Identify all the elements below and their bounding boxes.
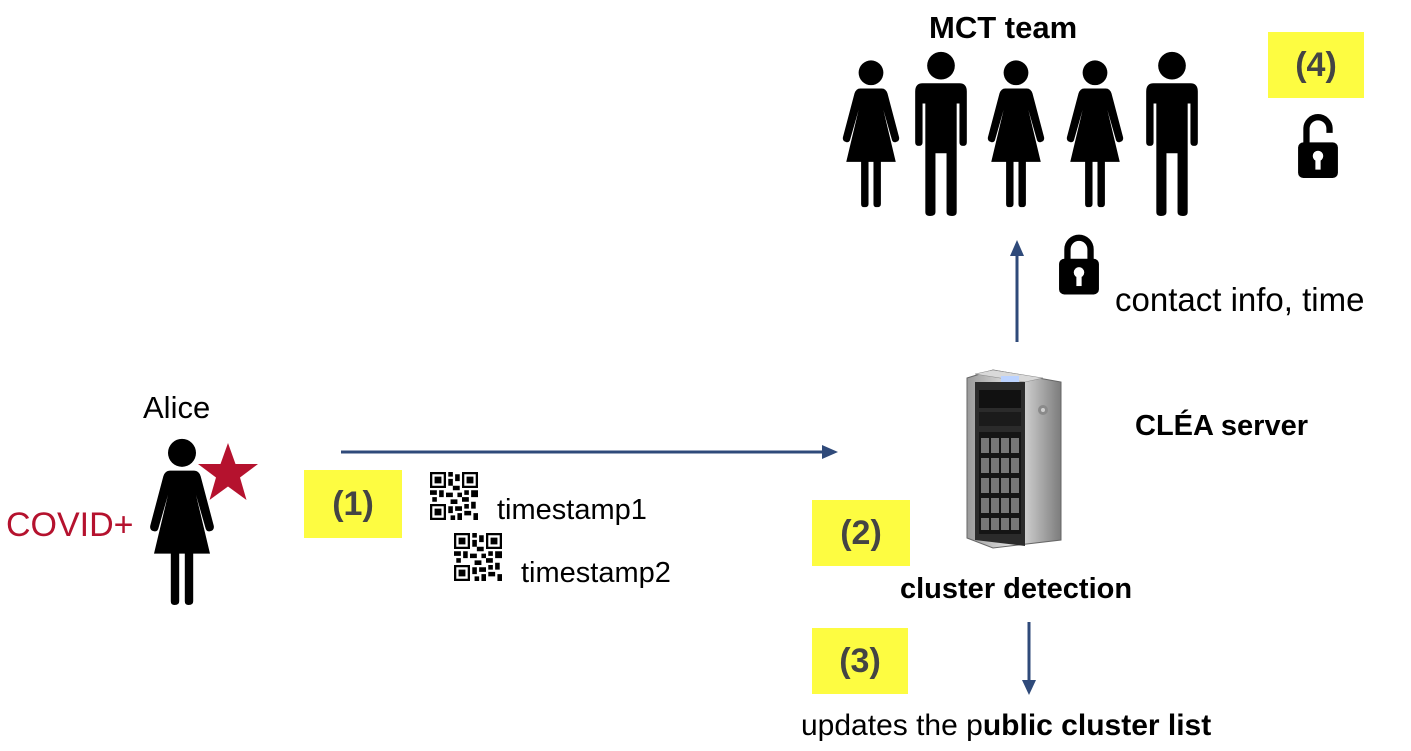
step-1-badge: (1): [304, 470, 402, 538]
step-4-badge: (4): [1268, 32, 1364, 98]
mct-team-title: MCT team: [929, 10, 1078, 45]
step-3-badge: (3): [812, 628, 908, 694]
arrow-head-up: [1010, 240, 1024, 256]
updates-prefix: updates the p: [801, 709, 983, 742]
tower-server-icon: [966, 369, 1062, 549]
qr-code-icon: [430, 472, 478, 520]
arrow-head-down: [1022, 680, 1036, 695]
server-label: CLÉA server: [1135, 410, 1309, 442]
timestamp2-label: timestamp2: [521, 557, 671, 589]
step-2-badge: (2): [812, 500, 910, 566]
contact-info-label: contact info, time: [1115, 281, 1365, 318]
updates-bold: ublic cluster list: [982, 709, 1212, 742]
arrow-head-right: [822, 445, 838, 459]
covid-status-label: COVID+: [6, 506, 134, 544]
cluster-detection-label: cluster detection: [900, 573, 1133, 605]
qr-code-icon: [454, 533, 502, 581]
timestamp1-label: timestamp1: [497, 494, 647, 526]
star-icon: [198, 443, 258, 500]
updates-public-list-label: updates the public cluster list: [801, 711, 1211, 741]
alice-name: Alice: [143, 390, 211, 425]
